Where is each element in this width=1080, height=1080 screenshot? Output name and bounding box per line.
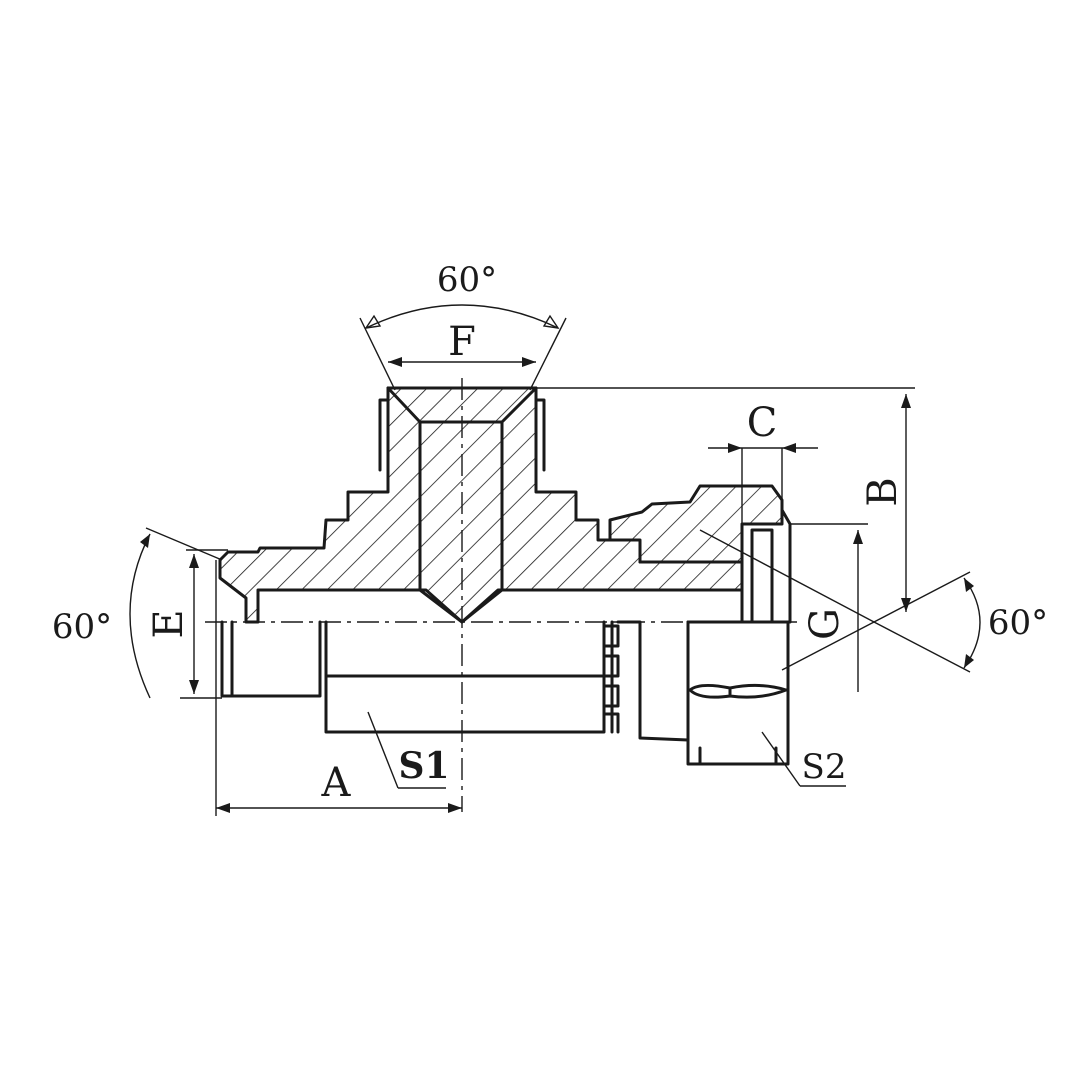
nut-outer-profile [750,508,792,624]
dim-b-label: B [860,477,906,506]
dim-a: A [215,560,462,816]
hex-s2-facets [688,683,788,766]
dim-e-label: E [146,609,192,638]
angle-left-label: 60° [52,607,112,647]
dim-branch-cone: 60° F [359,260,567,391]
dim-g-label: G [802,608,848,640]
hex-s1-label: S1 [398,745,449,787]
left-male-end [220,620,322,698]
leader-s1: S1 [367,711,450,789]
dim-left-cone: 60° E [52,527,228,699]
oring-grooves [602,624,620,734]
dim-g: G [790,523,868,692]
branch-thread-left [378,398,390,472]
nut-neck [616,620,690,742]
angle-right-label: 60° [988,603,1048,643]
dim-c-label: C [747,400,778,446]
center-lines [205,378,800,812]
hex-s2-label: S2 [802,747,847,787]
branch-bore [418,420,504,624]
branch-thread-right [534,398,546,472]
dim-a-label: A [321,760,352,806]
branch-cone [386,386,538,424]
dim-f-label: F [448,319,476,365]
lower-outline [220,620,790,766]
swivel-nut [608,484,792,624]
angle-top-label: 60° [437,260,497,300]
dim-c: C [708,400,818,562]
dim-right-cone: 60° [699,529,1048,673]
leader-s2: S2 [761,731,847,787]
